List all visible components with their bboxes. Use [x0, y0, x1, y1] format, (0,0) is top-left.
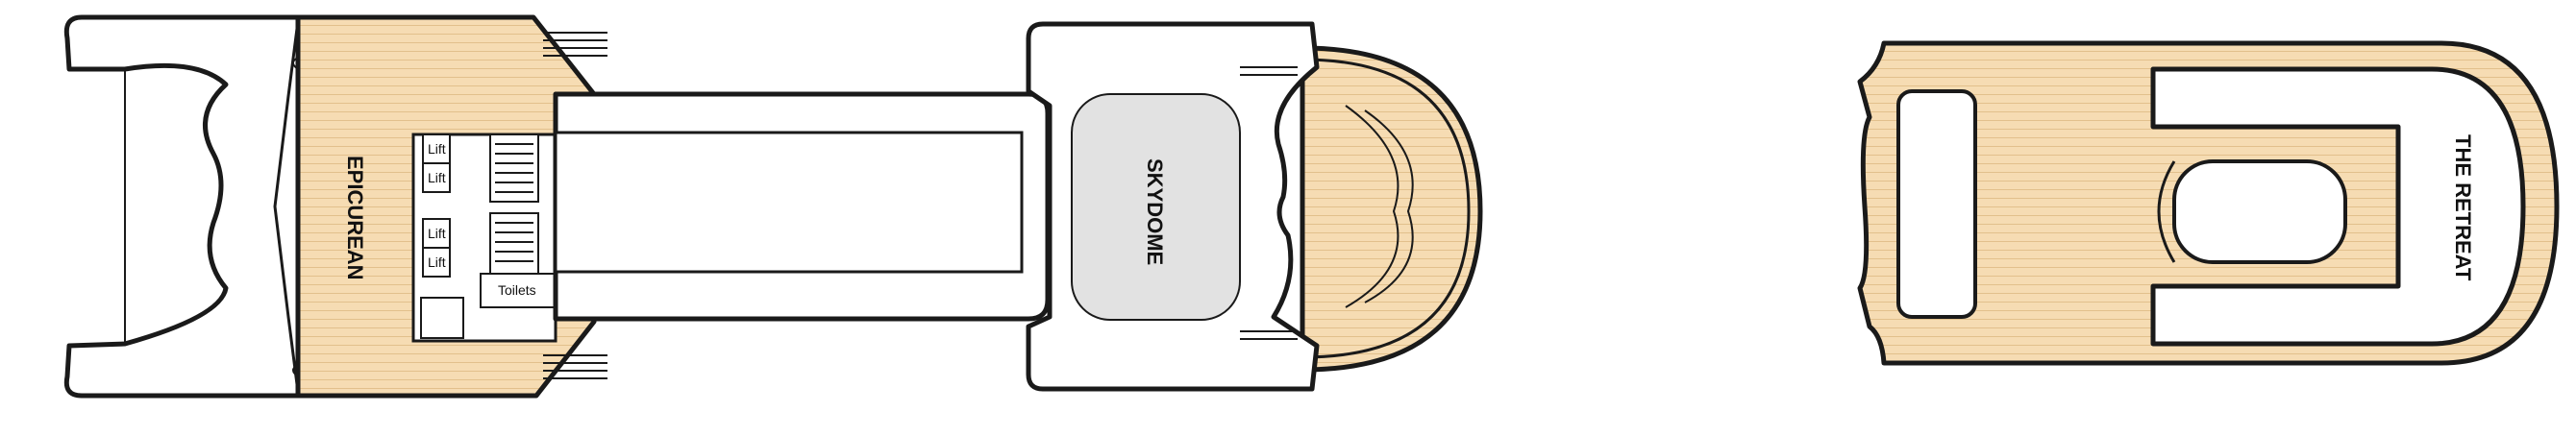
pool — [554, 131, 1024, 274]
skydome-label: SKYDOME — [1143, 158, 1167, 265]
amphitheatre-steps — [1345, 105, 1414, 308]
toilets-label: Toilets — [498, 282, 536, 298]
outdoor-stairs — [543, 32, 607, 379]
epicurean-label: EPICUREAN — [343, 156, 367, 280]
retreat-label: THE RETREAT — [2451, 134, 2475, 281]
aft-deck-ring — [1300, 45, 1483, 373]
lift-3-label: Lift — [428, 226, 446, 241]
stairs-forward — [489, 133, 539, 277]
epicurean-hull — [63, 14, 301, 399]
lift-4-label: Lift — [428, 254, 446, 270]
retreat-cabanas — [2150, 66, 2526, 347]
toilets-room — [480, 273, 558, 308]
lift-1-label: Lift — [428, 141, 446, 157]
skydome-glass[interactable] — [1071, 93, 1241, 321]
retreat-section: THE RETREAT — [1857, 40, 2560, 366]
retreat-inner-box — [1896, 89, 1977, 319]
retreat-pool[interactable] — [2172, 159, 2347, 264]
mid-section — [553, 91, 1051, 322]
lift-2[interactable] — [422, 162, 451, 193]
lift-3[interactable] — [422, 218, 451, 249]
lift-2-label: Lift — [428, 170, 446, 185]
lift-1[interactable] — [422, 133, 451, 164]
lift-4[interactable] — [422, 247, 451, 278]
skydome-section: SKYDOME — [1026, 21, 1483, 392]
forward-section: Lift Lift Lift Lift Toilets EPICUREAN — [63, 14, 607, 399]
